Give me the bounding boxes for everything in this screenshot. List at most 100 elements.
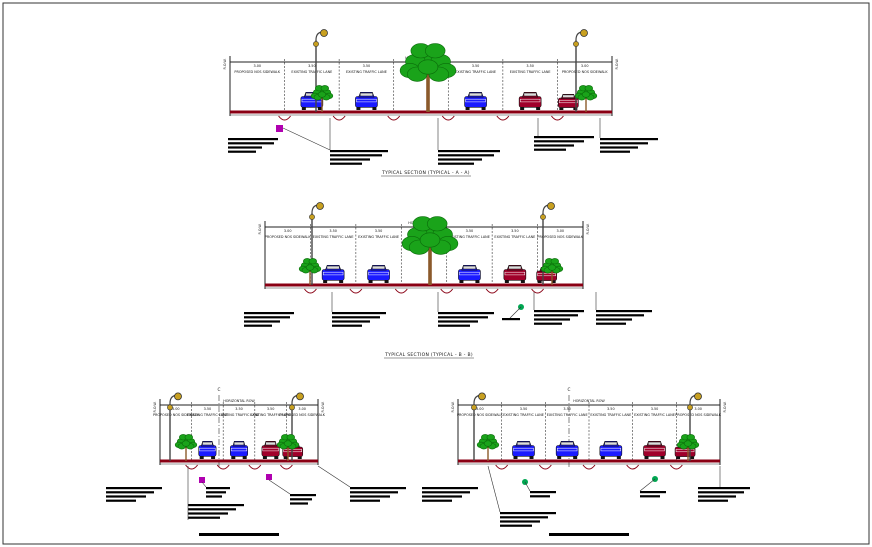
note-callout — [438, 312, 494, 327]
street-lamp-icon — [167, 392, 182, 461]
palm-tree-icon — [574, 85, 598, 112]
palm-tree-icon — [676, 434, 700, 461]
lane-label: PROPOSED NOS SIDEWALK — [675, 413, 721, 417]
street-lamp-icon — [573, 29, 588, 112]
lane-label: PROPOSED NOS SIDEWALK — [457, 413, 503, 417]
drain-detail — [538, 464, 552, 470]
lane-dimension: 3.50 — [466, 229, 474, 233]
drain-detail — [349, 288, 363, 294]
lane-label: EXISTING TRAFFIC LANE — [494, 235, 535, 239]
lane-dimension: 3.50 — [563, 407, 571, 411]
lane-label: EXISTING TRAFFIC LANE — [455, 70, 496, 74]
row-mark-label: R.O.W. — [451, 402, 455, 413]
note-callout — [534, 310, 584, 325]
drain-detail — [441, 115, 455, 121]
car-icon — [555, 441, 579, 459]
palm-tree-icon — [276, 434, 300, 461]
leader-line — [317, 465, 351, 488]
drain-detail — [304, 288, 317, 294]
palm-tree-icon — [401, 216, 459, 285]
leader-line — [524, 481, 531, 492]
leader-line — [282, 127, 331, 151]
drain-detail — [387, 115, 401, 121]
lane-dimension: 3.50 — [363, 64, 371, 68]
note-callout — [350, 487, 406, 502]
lane-label: PROPOSED NOS SIDEWALK — [265, 235, 311, 239]
car-icon — [503, 265, 527, 283]
drain-detail — [280, 464, 293, 470]
car-icon — [518, 92, 542, 110]
lane-dimension: 3.50 — [520, 407, 528, 411]
car-icon — [512, 441, 535, 459]
car-icon — [198, 441, 217, 459]
lane-label: EXISTING TRAFFIC LANE — [503, 413, 544, 417]
lane-label: EXISTING TRAFFIC LANE — [590, 413, 631, 417]
lane-dimension: 3.50 — [511, 229, 519, 233]
leader-line — [201, 481, 207, 488]
drain-detail — [440, 288, 454, 294]
car-icon — [355, 92, 378, 110]
palm-tree-icon — [399, 43, 457, 112]
note-callout — [188, 504, 244, 519]
note-callout — [500, 512, 556, 527]
lane-dimension: 3.00 — [172, 407, 180, 411]
note-callout — [332, 312, 386, 327]
row-width-label: HORIZONTAL ROW — [223, 399, 255, 403]
lane-label: EXISTING TRAFFIC LANE — [510, 70, 551, 74]
drain-detail — [185, 464, 198, 470]
lane-dimension: 3.00 — [581, 64, 589, 68]
lane-label: EXISTING TRAFFIC LANE — [358, 235, 399, 239]
leader-line — [509, 306, 522, 319]
palm-tree-icon — [174, 434, 198, 461]
lane-label: EXISTING TRAFFIC LANE — [250, 413, 291, 417]
drain-detail — [669, 464, 683, 470]
street-lamp-icon — [471, 392, 486, 461]
leader-line — [639, 478, 656, 492]
marker-square — [199, 477, 205, 483]
lane-label: PROPOSED NOS SIDEWALK — [562, 70, 608, 74]
note-callout — [228, 138, 278, 153]
lane-label: EXISTING TRAFFIC LANE — [634, 413, 675, 417]
note-callout — [530, 491, 556, 498]
row-mark-label: R.O.W. — [223, 59, 227, 70]
lane-dimension: 3.50 — [267, 407, 275, 411]
lane-dimension: 3.00 — [284, 229, 292, 233]
caption-bar — [199, 533, 279, 536]
marker-square — [266, 474, 272, 480]
car-icon — [464, 92, 487, 110]
row-mark-label: R.O.W. — [723, 402, 727, 413]
car-icon — [558, 94, 579, 110]
note-callout — [534, 136, 594, 151]
lane-dimension: 3.00 — [557, 229, 565, 233]
marker-square — [276, 125, 283, 132]
lane-label: PROPOSED NOS SIDEWALK — [279, 413, 325, 417]
lane-dimension: 3.00 — [694, 407, 702, 411]
lane-label: EXISTING TRAFFIC LANE — [346, 70, 387, 74]
section-caption: TYPICAL SECTION (TYPICAL - B - B) — [384, 352, 473, 358]
lane-dimension: 3.50 — [375, 229, 383, 233]
row-mark-label: R.O.W. — [586, 224, 590, 235]
section-caption: TYPICAL SECTION (TYPICAL - A - A) — [381, 170, 470, 176]
leader-line — [487, 465, 501, 513]
note-callout — [600, 138, 658, 153]
lane-label: EXISTING TRAFFIC LANE — [313, 235, 354, 239]
lane-label: EXISTING TRAFFIC LANE — [219, 413, 260, 417]
car-icon — [261, 441, 280, 459]
palm-tree-icon — [476, 434, 500, 461]
lane-dimension: 3.50 — [235, 407, 243, 411]
car-icon — [643, 441, 666, 459]
note-callout — [330, 150, 388, 165]
lane-label: PROPOSED NOS SIDEWALK — [153, 413, 199, 417]
street-lamp-icon — [289, 392, 304, 461]
centerline-mark: C — [218, 387, 221, 392]
centerline-mark: C — [568, 387, 571, 392]
lane-dimension: 3.50 — [204, 407, 212, 411]
row-mark-label: R.O.W. — [258, 224, 262, 235]
palm-tree-icon — [310, 85, 334, 112]
lane-dimension: 3.50 — [472, 64, 480, 68]
